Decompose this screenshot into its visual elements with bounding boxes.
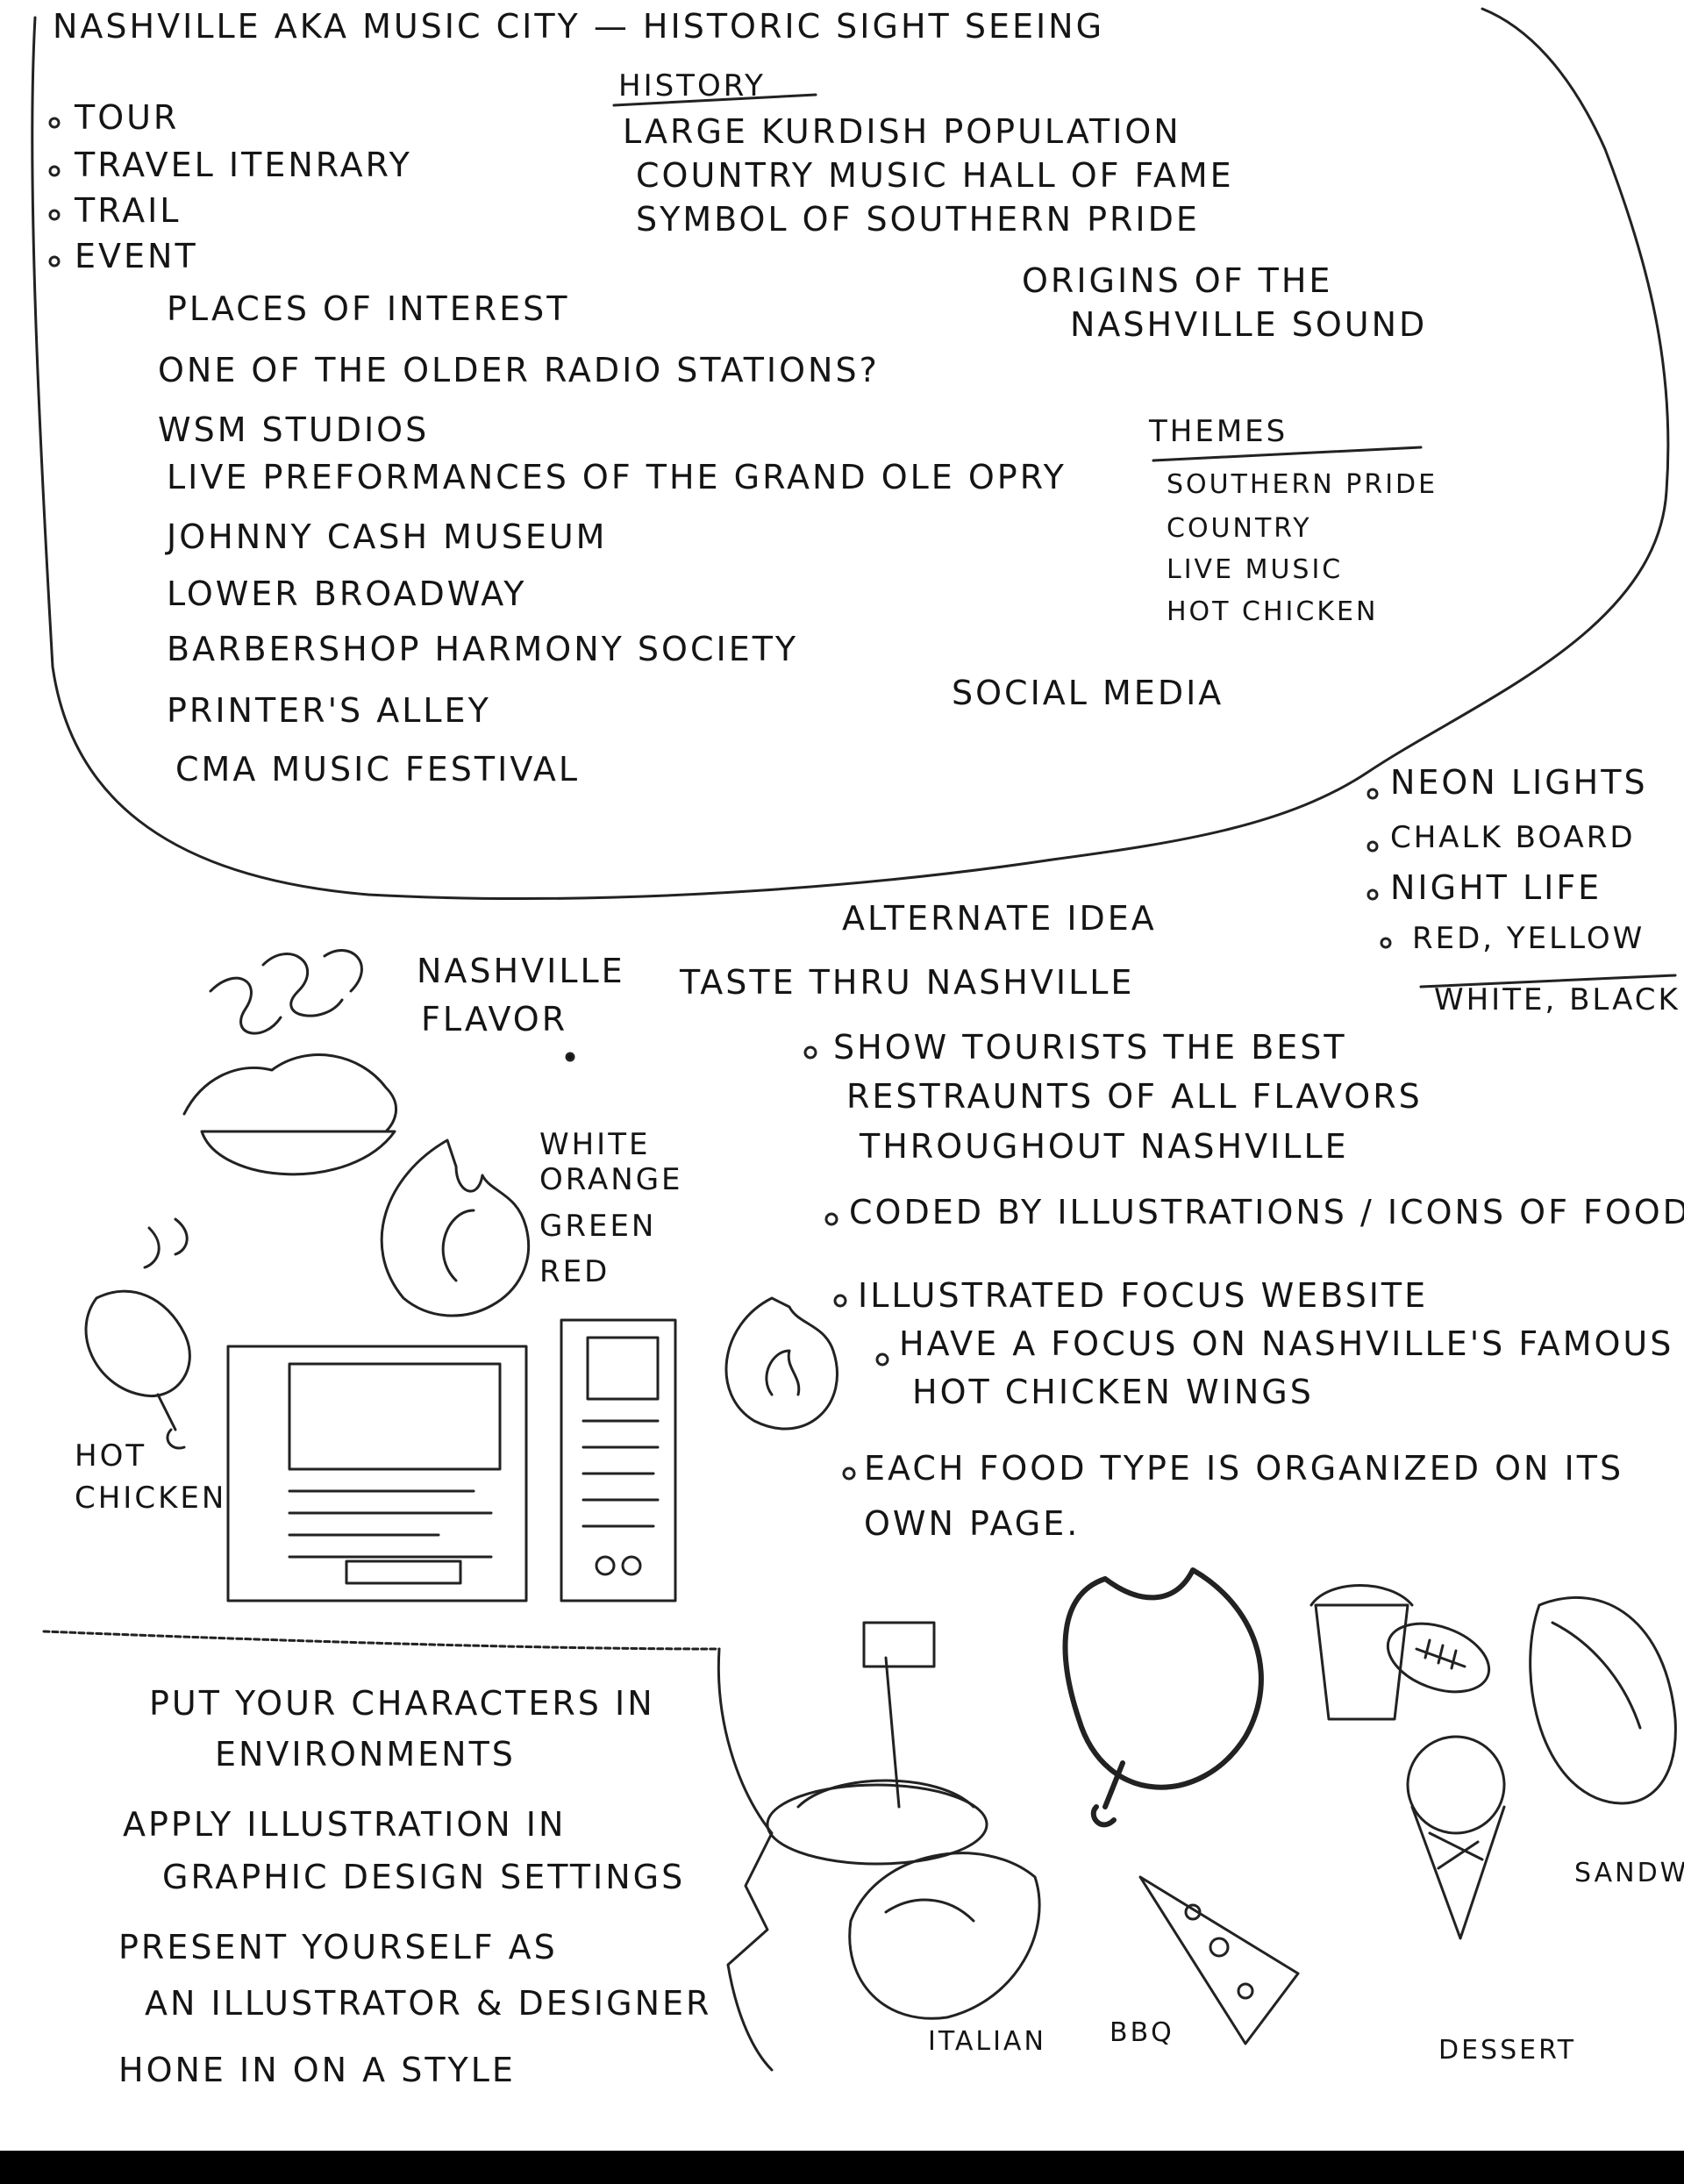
alternate-subheading: TASTE THRU NASHVILLE — [680, 963, 1135, 1002]
alternate-bullet: CODED BY ILLUSTRATIONS / ICONS OF FOOD — [849, 1193, 1684, 1231]
history-item: LARGE KURDISH POPULATION — [623, 112, 1181, 151]
advice-line: AN ILLUSTRATOR & DESIGNER — [145, 1984, 712, 2023]
place-item: WSM STUDIOS — [158, 410, 430, 449]
advice-line: PUT YOUR CHARACTERS IN — [149, 1684, 655, 1723]
place-item: ONE OF THE OLDER RADIO STATIONS? — [158, 351, 880, 389]
themes-heading: THEMES — [1149, 414, 1288, 449]
ice-cream-icon — [1406, 1735, 1506, 1940]
alternate-bullet: SHOW TOURISTS THE BEST — [833, 1028, 1347, 1067]
football-icon — [1386, 1622, 1491, 1694]
history-heading: HISTORY — [618, 68, 766, 103]
themes-underline — [1152, 446, 1423, 462]
scan-border — [0, 2151, 1684, 2184]
palette-word: WHITE — [539, 1127, 651, 1162]
format-item-itinerary: TRAVEL ITENRARY — [75, 146, 412, 184]
style-note: WHITE, BLACK — [1434, 982, 1680, 1017]
history-item: COUNTRY MUSIC HALL OF FAME — [636, 156, 1234, 195]
place-item: LOWER BROADWAY — [167, 575, 527, 613]
alternate-heading: ALTERNATE IDEA — [842, 899, 1157, 938]
palette-word: GREEN — [539, 1209, 657, 1244]
history-underline — [612, 93, 817, 107]
place-item: JOHNNY CASH MUSEUM — [167, 517, 608, 556]
alternate-bullet: OWN PAGE. — [864, 1504, 1081, 1543]
social-media-label: SOCIAL MEDIA — [952, 674, 1224, 712]
cloud-outline — [31, 7, 1670, 900]
pizza-icon — [1138, 1875, 1300, 2045]
theme-item: HOT CHICKEN — [1167, 596, 1379, 627]
format-item-tour: TOUR — [75, 98, 180, 137]
theme-item: COUNTRY — [1167, 513, 1312, 544]
place-item: LIVE PREFORMANCES OF THE GRAND OLE OPRY — [167, 458, 1067, 496]
palette-word: ORANGE — [539, 1162, 683, 1197]
salad-bowl-icon — [200, 1130, 396, 1176]
style-underline — [1419, 974, 1677, 989]
advice-line: ENVIRONMENTS — [215, 1735, 516, 1774]
alternate-bullet: EACH FOOD TYPE IS ORGANIZED ON ITS — [864, 1449, 1624, 1488]
history-item: SYMBOL OF SOUTHERN PRIDE — [636, 200, 1200, 239]
hot-chicken-label-1: HOT — [75, 1438, 147, 1474]
advice-line: PRESENT YOURSELF AS — [118, 1928, 558, 1966]
advice-line: GRAPHIC DESIGN SETTINGS — [162, 1858, 686, 1896]
hot-chicken-label-2: CHICKEN — [75, 1481, 227, 1516]
divider-line — [42, 1630, 721, 1651]
alternate-bullet: THROUGHOUT NASHVILLE — [860, 1127, 1349, 1166]
alternate-bullet: HAVE A FOCUS ON NASHVILLE'S FAMOUS — [899, 1324, 1674, 1363]
wireframe-image — [288, 1362, 502, 1471]
style-note: NIGHT LIFE — [1390, 868, 1602, 907]
theme-item: LIVE MUSIC — [1167, 554, 1344, 585]
sandwich-icon — [1529, 1595, 1677, 1805]
style-note: RED, YELLOW — [1412, 921, 1645, 956]
flame-icon — [380, 1138, 530, 1317]
taco-icon — [848, 1852, 1041, 2020]
palette-word: RED — [539, 1254, 610, 1289]
origins-line-2: NASHVILLE SOUND — [1070, 305, 1428, 344]
flavor-title-line-1: NASHVILLE — [417, 952, 625, 990]
theme-item: SOUTHERN PRIDE — [1167, 469, 1438, 500]
places-heading: PLACES OF INTEREST — [167, 289, 570, 328]
italian-plate-icon — [766, 1621, 988, 1866]
food-label-italian: ITALIAN — [928, 2026, 1046, 2057]
chicken-leg-icon — [84, 1289, 191, 1397]
search-icon — [595, 1555, 616, 1576]
alternate-bullet: RESTRAUNTS OF ALL FLAVORS — [846, 1077, 1423, 1116]
wireframe-side — [560, 1318, 677, 1602]
format-item-trail: TRAIL — [75, 191, 182, 230]
place-item: CMA MUSIC FESTIVAL — [175, 750, 581, 789]
flavor-title-line-2: FLAVOR — [421, 1000, 568, 1038]
food-label-sandwich: SANDWI — [1574, 1858, 1684, 1888]
style-note: CHALK BOARD — [1390, 820, 1636, 855]
place-item: BARBERSHOP HARMONY SOCIETY — [167, 630, 799, 668]
origins-line-1: ORIGINS OF THE — [1022, 261, 1333, 300]
food-label-dessert: DESSERT — [1438, 2035, 1577, 2066]
alternate-bullet: ILLUSTRATED FOCUS WEBSITE — [858, 1276, 1429, 1315]
food-label-bbq: BBQ — [1110, 2017, 1174, 2048]
style-note: NEON LIGHTS — [1390, 763, 1648, 802]
place-item: PRINTER'S ALLEY — [167, 691, 491, 730]
divider-zigzag — [717, 1647, 774, 2072]
wireframe-main — [226, 1345, 528, 1602]
format-item-event: EVENT — [75, 237, 198, 275]
advice-line: HONE IN ON A STYLE — [118, 2051, 516, 2089]
advice-line: APPLY ILLUSTRATION IN — [123, 1805, 567, 1844]
hot-chicken-icon — [1062, 1567, 1264, 1828]
page-title: NASHVILLE AKA MUSIC CITY — HISTORIC SIGH… — [53, 7, 1105, 46]
alternate-bullet: HOT CHICKEN WINGS — [912, 1373, 1314, 1411]
drink-cup-icon — [1309, 1584, 1414, 1721]
